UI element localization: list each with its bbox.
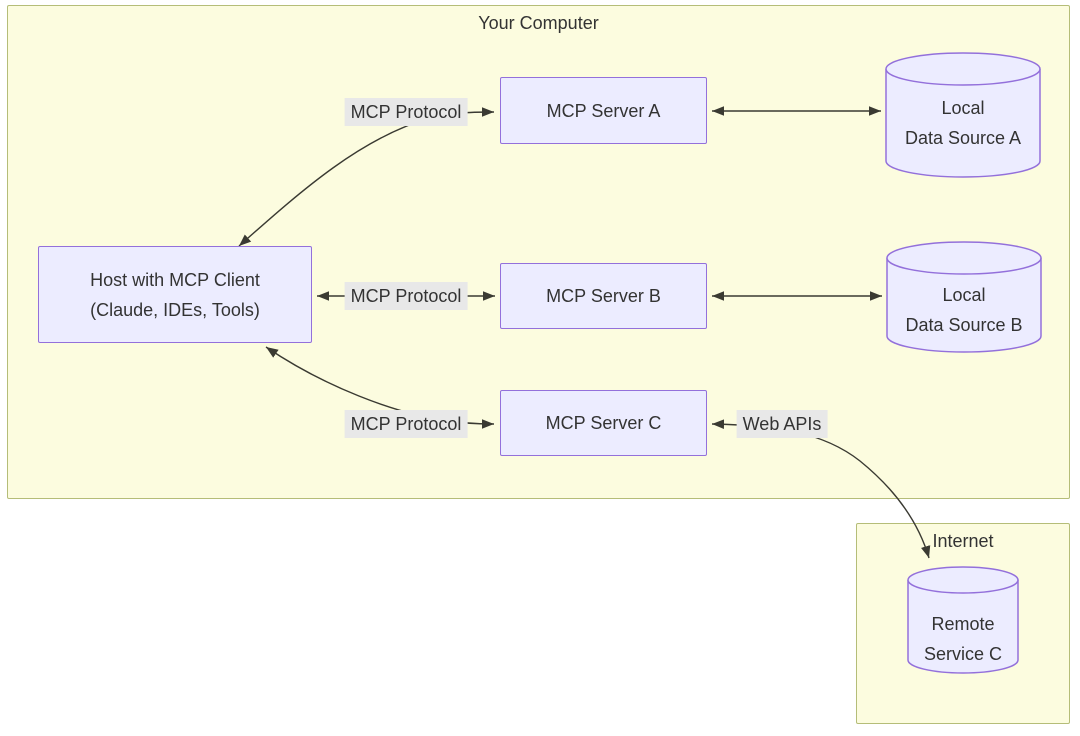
edge-host-server-a bbox=[238, 107, 495, 247]
datasource-b-line2: Data Source B bbox=[905, 315, 1023, 335]
datasource-a-line1: Local bbox=[941, 98, 985, 118]
edge-label-web-apis: Web APIs bbox=[736, 410, 828, 438]
node-local-datasource-a: Local Data Source A bbox=[886, 93, 1040, 153]
host-label-line1: Host with MCP Client bbox=[90, 269, 260, 290]
node-local-datasource-b: Local Data Source B bbox=[887, 280, 1041, 340]
node-mcp-server-b: MCP Server B bbox=[500, 263, 707, 329]
server-b-label: MCP Server B bbox=[546, 286, 661, 306]
edge-server-c-remote-service bbox=[711, 419, 931, 559]
node-mcp-server-a: MCP Server A bbox=[500, 77, 707, 144]
node-host-mcp-client: Host with MCP Client (Claude, IDEs, Tool… bbox=[38, 246, 312, 343]
node-remote-service-c: Remote Service C bbox=[908, 609, 1018, 669]
edge-label-mcp-protocol-c: MCP Protocol bbox=[344, 410, 468, 438]
cylinder-datasource-a bbox=[885, 52, 1041, 178]
node-mcp-server-c: MCP Server C bbox=[500, 390, 707, 456]
remote-service-line2: Service C bbox=[923, 644, 1003, 664]
server-a-label: MCP Server A bbox=[546, 100, 661, 121]
cylinder-remote-service bbox=[907, 566, 1019, 674]
remote-service-line1: Remote bbox=[931, 614, 995, 634]
internet-title: Internet bbox=[932, 531, 994, 551]
host-label-line2: (Claude, IDEs, Tools) bbox=[90, 299, 260, 320]
edge-label-mcp-protocol-a: MCP Protocol bbox=[344, 98, 468, 126]
datasource-a-line2: Data Source A bbox=[904, 128, 1022, 148]
edge-label-mcp-protocol-b: MCP Protocol bbox=[344, 282, 468, 310]
datasource-b-line1: Local bbox=[942, 285, 986, 305]
server-c-label: MCP Server C bbox=[545, 413, 662, 433]
cylinder-datasource-b bbox=[886, 241, 1042, 353]
your-computer-title: Your Computer bbox=[478, 13, 599, 33]
